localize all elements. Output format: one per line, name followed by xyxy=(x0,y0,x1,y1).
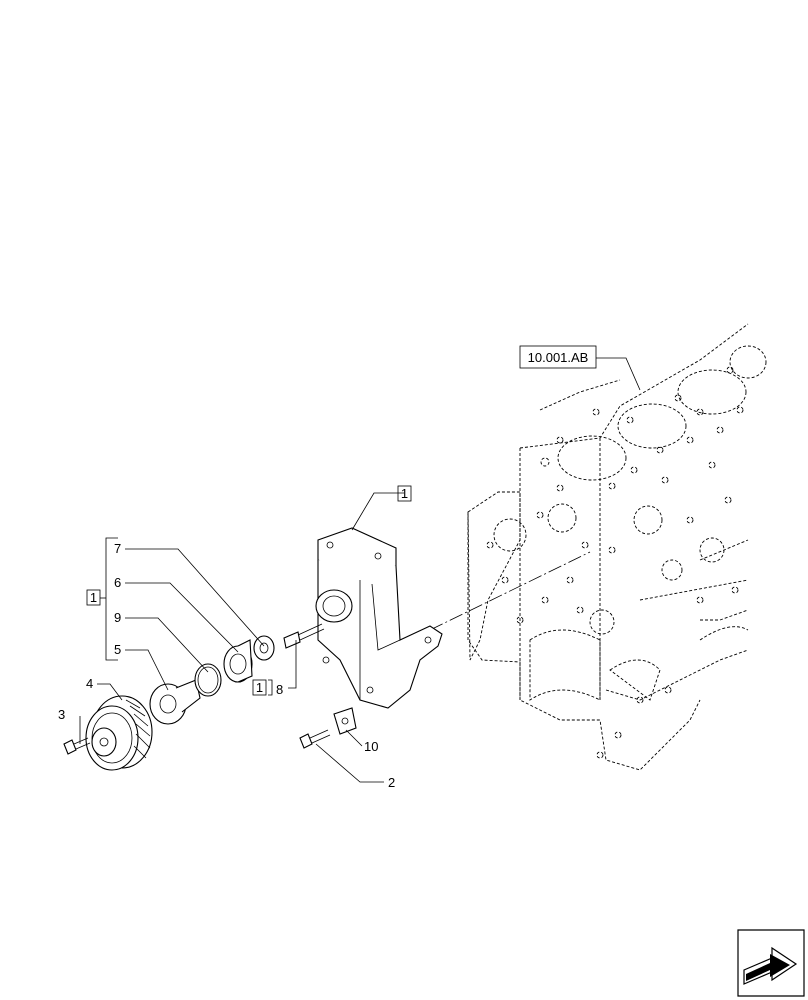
snap-ring xyxy=(194,663,222,697)
bearing xyxy=(223,639,253,683)
assembly-axis-line xyxy=(429,551,591,631)
part-1-small-box xyxy=(252,679,267,696)
part-label-10: 10 xyxy=(364,739,378,754)
hub xyxy=(149,679,201,725)
bolt-2 xyxy=(299,729,331,749)
pump-bracket xyxy=(315,527,443,709)
bolt-8 xyxy=(283,623,325,649)
bolt-3 xyxy=(63,737,91,755)
part-label-1: 1 xyxy=(401,486,408,501)
plate-10 xyxy=(333,707,357,735)
part-label-5: 5 xyxy=(114,642,121,657)
part-label-2: 2 xyxy=(388,775,395,790)
part-label-9: 9 xyxy=(114,610,121,625)
engine-bolt-holes xyxy=(486,366,744,759)
pulley xyxy=(85,695,153,771)
group-box-label: 1 xyxy=(90,590,97,605)
reference-code-box xyxy=(519,345,597,369)
leader-lines xyxy=(79,357,641,783)
part-label-1-small: 1 xyxy=(256,680,263,695)
part-label-7: 7 xyxy=(114,541,121,556)
engine-block xyxy=(467,323,767,771)
part-label-8: 8 xyxy=(276,682,283,697)
washer xyxy=(253,635,275,661)
part-label-3: 3 xyxy=(58,707,65,722)
group-brace xyxy=(105,537,118,661)
part-1-box xyxy=(397,485,412,502)
part-label-4: 4 xyxy=(86,676,93,691)
group-box xyxy=(86,589,101,606)
reference-code-label: 10.001.AB xyxy=(528,350,589,365)
part-label-6: 6 xyxy=(114,575,121,590)
arrow-next-icon[interactable] xyxy=(737,929,805,997)
